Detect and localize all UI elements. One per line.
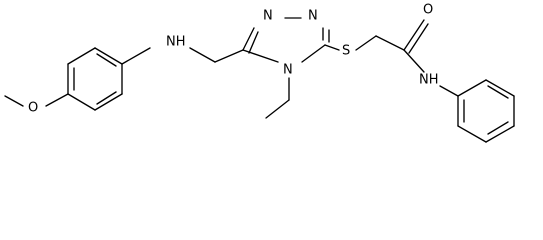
molecule-diagram: O NH N N N S O NH [4, 3, 515, 143]
phenyl-ring [457, 79, 515, 143]
atom-sulfur: S [342, 44, 350, 59]
bond-ethyl [265, 99, 290, 119]
atom-n-top-right: N [308, 9, 318, 24]
bond-c-s [324, 44, 340, 51]
atom-oxygen-carbonyl: O [423, 3, 433, 18]
bond-carbonyl-double [403, 19, 425, 51]
bond-carbonyl-nh [403, 49, 425, 73]
bond-o-ring [45, 93, 69, 107]
atom-n-top-left: N [263, 9, 273, 24]
triazole-ring [242, 17, 330, 63]
structure-svg: O NH N N N S O NH [4, 3, 515, 143]
bond-ch2-triazole [214, 49, 244, 63]
bond-ring-nh [121, 47, 151, 65]
atom-amine-nh: NH [166, 35, 186, 50]
methoxyphenyl-ring [67, 47, 123, 111]
bond-nh-ch2 [189, 47, 216, 63]
bond-s-ch2 [355, 35, 377, 51]
atom-oxygen-methoxy: O [28, 101, 38, 116]
bond-ch2-carbonyl [375, 35, 405, 51]
bond-nh-phenyl [439, 85, 459, 97]
atom-n-ring-bottom: N [283, 63, 293, 78]
atom-amide-nh: NH [419, 73, 439, 88]
bond-methyl-o [4, 95, 24, 107]
